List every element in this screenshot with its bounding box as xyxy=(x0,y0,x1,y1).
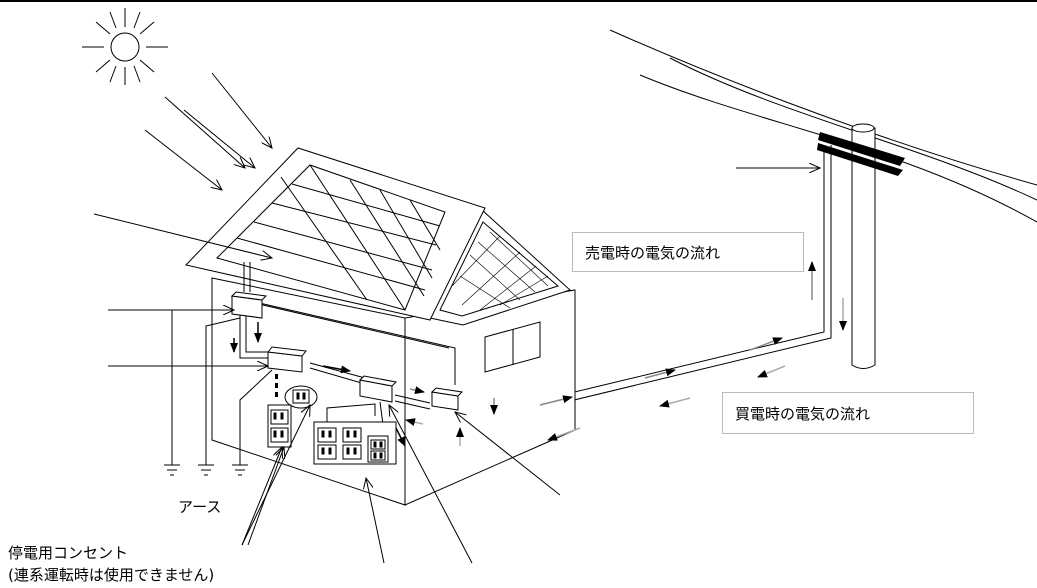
sell-flow-arrows xyxy=(230,322,406,447)
emergency-outlet-caption-note: (連系運転時は使用できません) xyxy=(8,566,215,584)
sun-icon xyxy=(82,8,168,85)
house-side-wing xyxy=(404,209,576,506)
electricity-meter xyxy=(430,387,464,411)
leader-lines xyxy=(93,168,820,564)
standalone-link xyxy=(275,374,278,397)
sell-flow-label: 売電時の電気の流れ xyxy=(572,232,804,272)
standalone-outlet xyxy=(267,404,292,448)
household-outlets xyxy=(313,403,397,465)
emergency-outlet-icon xyxy=(284,385,318,409)
distribution-board xyxy=(358,375,398,403)
buy-flow-label: 買電時の電気の流れ xyxy=(722,392,974,434)
grid-flow-arrows xyxy=(409,261,816,415)
emergency-outlet-caption-title: 停電用コンセント xyxy=(8,544,129,562)
buy-flow-arrows xyxy=(405,298,847,446)
power-conditioner xyxy=(267,346,307,373)
junction-box xyxy=(230,291,268,319)
sunlight-rays xyxy=(144,72,272,190)
ground-symbols xyxy=(164,464,248,476)
earth-label: アース xyxy=(178,498,222,516)
